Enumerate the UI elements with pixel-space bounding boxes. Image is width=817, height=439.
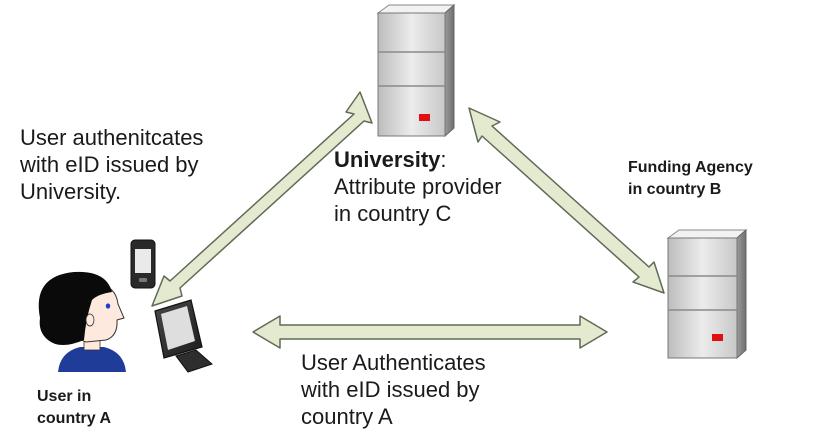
label-line: in country C — [334, 201, 452, 226]
label-line: User Authenticates — [301, 350, 486, 375]
server-icon — [376, 3, 456, 138]
label-line: in country B — [628, 181, 722, 198]
arrow-user-funding — [252, 315, 608, 349]
university-name: University — [334, 147, 441, 172]
phone-icon — [130, 239, 156, 289]
monitor-icon — [154, 299, 213, 373]
label-line: User authenitcates — [20, 125, 204, 150]
university-colon: : — [440, 147, 447, 172]
arrow-university-funding — [468, 107, 665, 294]
label-line: Attribute provider — [334, 174, 502, 199]
label-university: University: Attribute provider in countr… — [334, 146, 502, 227]
label-line: country A — [37, 410, 112, 427]
label-line: University. — [20, 179, 122, 204]
person-icon — [38, 271, 126, 372]
label-user-auth-country: User Authenticates with eID issued by co… — [301, 349, 486, 430]
label-line: with eID issued by — [301, 377, 480, 402]
label-line: University: — [334, 146, 502, 173]
arrow-user-university — [151, 91, 373, 307]
label-line: country A — [301, 404, 393, 429]
label-line: Funding Agency — [628, 159, 753, 176]
label-line: User in — [37, 388, 92, 405]
label-line: with eID issued by — [20, 152, 199, 177]
label-user-auth-university: User authenitcates with eID issued by Un… — [20, 124, 203, 205]
server-icon — [666, 228, 748, 360]
label-user-in-country: User in country A — [37, 386, 111, 430]
label-funding-agency: Funding Agency in country B — [628, 157, 753, 201]
